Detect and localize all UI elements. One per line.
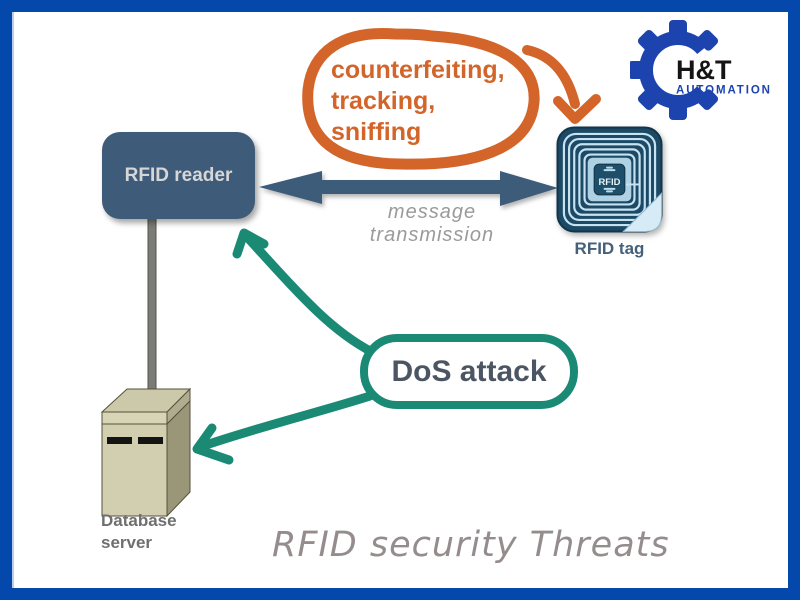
dos-arrow-to-server xyxy=(192,391,375,465)
logo-subtitle: AUTOMATION xyxy=(676,85,772,97)
tag-chip xyxy=(593,163,626,196)
dos-arrow-to-reader xyxy=(232,228,377,357)
database-server-label: Database server xyxy=(101,510,177,554)
reader-server-cable xyxy=(147,215,157,399)
rfid-tag-label: RFID tag xyxy=(574,239,645,258)
company-logo: H&T AUTOMATION xyxy=(630,20,772,120)
tag-corner-fold xyxy=(622,192,663,233)
threat-arrow-to-tag xyxy=(522,45,601,124)
diagram-caption: RFID security Threats xyxy=(272,525,670,565)
dos-attack-label: DoS attack xyxy=(391,354,547,388)
server-label-line: server xyxy=(101,533,153,552)
server-label-line: Database xyxy=(101,511,177,530)
threat-line: counterfeiting, xyxy=(331,56,505,84)
threat-line: tracking, xyxy=(331,87,436,115)
tag-antenna-coil xyxy=(562,132,657,227)
threat-bubble-outline xyxy=(302,28,540,170)
reader-tag-arrow xyxy=(259,171,558,206)
gear-icon xyxy=(630,20,719,120)
dos-bubble-outline xyxy=(360,334,578,409)
server-slot xyxy=(107,437,163,444)
logo-name: H&T xyxy=(676,55,732,85)
database-server-icon xyxy=(100,387,192,518)
rfid-reader-node: RFID reader xyxy=(102,132,255,219)
tag-signal-marks xyxy=(603,166,616,193)
tag-chip-label: RFID xyxy=(599,176,621,187)
rfid-reader-label: RFID reader xyxy=(124,164,233,186)
threat-bubble-text: counterfeiting, tracking, sniffing xyxy=(331,55,505,148)
threat-line: sniffing xyxy=(331,118,422,146)
link-label: message transmission xyxy=(369,201,495,246)
rfid-tag-icon: RFID xyxy=(556,126,663,233)
